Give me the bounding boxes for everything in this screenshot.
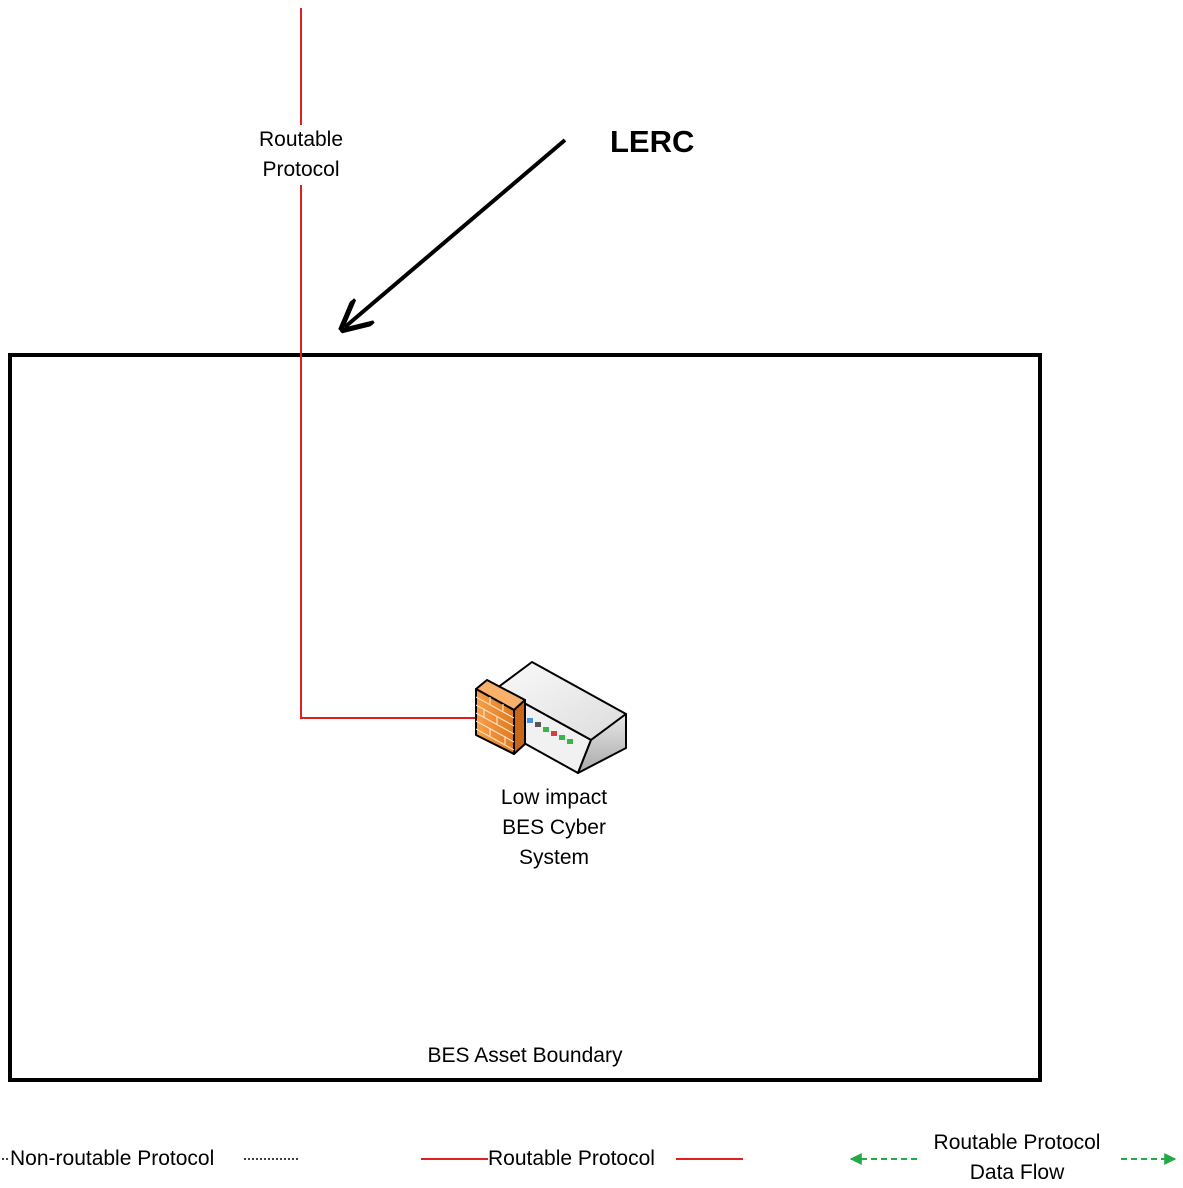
routable-protocol-link xyxy=(300,8,478,719)
bes-asset-boundary xyxy=(8,353,1042,1082)
server-status-lights xyxy=(527,718,573,744)
device-label-line3: System xyxy=(518,846,589,869)
top-link-label-line1: Routable xyxy=(258,128,344,151)
lerc-label: LERC xyxy=(610,124,695,159)
device-label-line1: Low impact xyxy=(500,786,608,809)
boundary-label: BES Asset Boundary xyxy=(427,1044,623,1067)
legend-data-flow-line2: Data Flow xyxy=(969,1161,1065,1184)
top-link-label: Routable Protocol xyxy=(251,125,351,185)
firewall-server-icon xyxy=(475,661,627,774)
legend-routable-label: Routable Protocol xyxy=(488,1144,655,1174)
lerc-arrow xyxy=(345,138,567,327)
legend-data-flow-line1: Routable Protocol xyxy=(933,1131,1101,1154)
legend-data-flow-label: Routable Protocol Data Flow xyxy=(917,1128,1117,1188)
top-link-label-line2: Protocol xyxy=(262,158,340,181)
device-label-line2: BES Cyber xyxy=(502,816,606,839)
legend-non-routable-label: Non-routable Protocol xyxy=(10,1144,215,1174)
device-label: Low impact BES Cyber System xyxy=(484,783,624,873)
